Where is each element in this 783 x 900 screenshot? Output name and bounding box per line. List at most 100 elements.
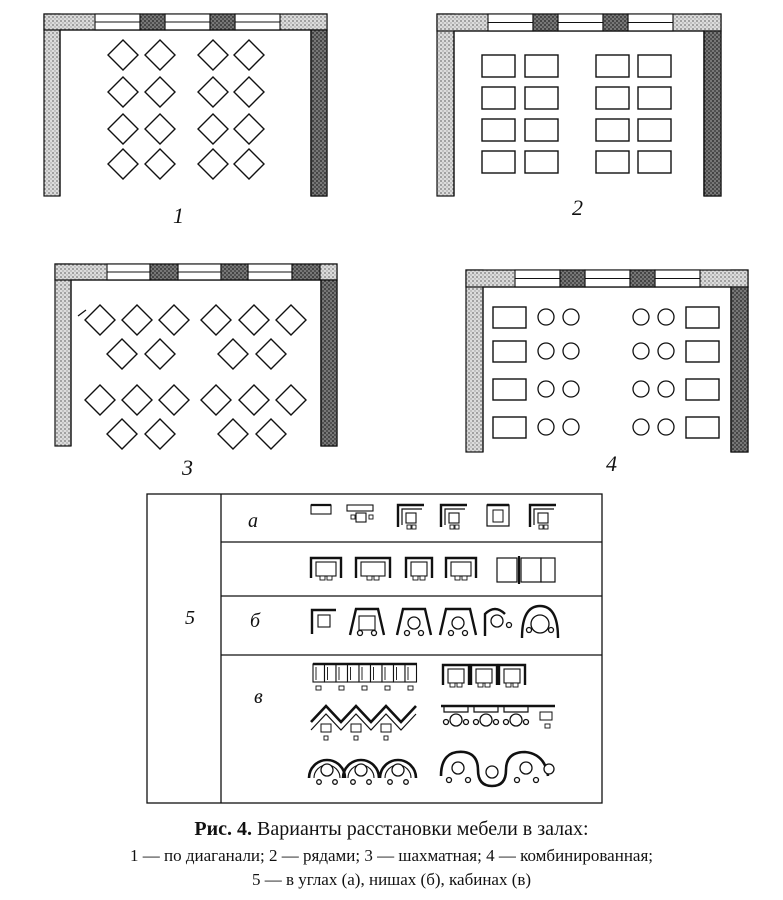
plan3-diamond-table (275, 384, 307, 416)
cabin-chair (338, 685, 345, 691)
niche-wall (497, 663, 527, 685)
wave-seat (464, 776, 472, 784)
round-cabin-seat (502, 718, 510, 726)
plan3-diamond-table (200, 304, 232, 336)
cabin-cell (346, 663, 360, 683)
plan4-round-table (657, 308, 675, 326)
corner-chair (350, 514, 356, 520)
plan4-wall-left (465, 269, 484, 453)
round-cabin-table (539, 711, 553, 721)
niche-wall (444, 556, 478, 578)
table-row-a-label: а (248, 510, 258, 532)
plan4-round-table (657, 380, 675, 398)
plan2-pier-dark (532, 13, 559, 32)
plan1-diamond-table (197, 39, 229, 71)
corner-chair (449, 524, 455, 530)
plan4-wall-right-shade (730, 286, 749, 453)
plan2-rect-table (481, 118, 516, 142)
cabin-chair (361, 685, 368, 691)
caption-fig-number: Рис. 4. (194, 818, 253, 840)
plan4-round-table (562, 418, 580, 436)
plan4-round-table (562, 342, 580, 360)
cabin-cell (404, 663, 418, 683)
niche-round-arrangement (395, 607, 433, 637)
caption-title-text: Варианты расстановки мебели в залах: (252, 818, 589, 840)
plan3-diamond-table (144, 338, 176, 370)
plan-1-label: 1 (173, 203, 184, 228)
round-cabin-sofa (503, 706, 529, 713)
round-cabin-sofa (443, 706, 469, 713)
niche-chair (456, 682, 463, 688)
caption-legend-line-2: 5 — в углах (а), нишах (б), кабинах (в) (251, 870, 532, 889)
cabin-chair (407, 685, 414, 691)
plan1-diamond-table (233, 113, 265, 145)
niche-arrangement (444, 556, 478, 581)
niche-wall (310, 608, 336, 634)
niche-wall (354, 556, 392, 578)
plan3-diamond-table (217, 338, 249, 370)
niche-seat (461, 629, 469, 637)
semicircle-wall (341, 758, 381, 779)
plan4-round-table (562, 380, 580, 398)
bench-unit (310, 504, 332, 515)
niche-table (315, 561, 337, 577)
niche-chair (412, 575, 419, 581)
plan3-diamond-table (217, 418, 249, 450)
zigzag-sofa (310, 713, 417, 731)
round-cabin-seat (492, 718, 500, 726)
plan1-wall-inner-edge (59, 29, 312, 196)
plan1-diamond-table (197, 113, 229, 145)
semicircle-table (391, 763, 405, 777)
semicircle-wall (378, 758, 418, 779)
table-row-v-label: в (254, 686, 263, 708)
niche-seat (356, 629, 364, 637)
plan3-wall-right-shade (320, 279, 338, 447)
cabin-cell (323, 663, 337, 683)
niche-arrangement (309, 556, 343, 581)
niche-round-table (490, 614, 504, 628)
corner-arrangement (528, 503, 556, 530)
corner-chair (411, 524, 417, 530)
niche-table (503, 668, 521, 684)
plan4-rect-table (685, 416, 720, 439)
niche-chair (477, 682, 484, 688)
plan1-wall-right-shade (310, 29, 328, 197)
wave-table (543, 763, 555, 775)
niche-arrangement (469, 663, 499, 688)
niche-chair (419, 575, 426, 581)
corner-sofa (401, 508, 422, 525)
plan-2-rows (436, 13, 722, 197)
plan3-diamond-table (158, 304, 190, 336)
plan3-diamond-table (238, 304, 270, 336)
plan2-wall-right-shade (703, 30, 722, 197)
plan2-rect-table (637, 54, 672, 78)
round-cabin-seat (442, 718, 450, 726)
plan4-rect-table (492, 416, 527, 439)
plan1-pier-dark (209, 13, 236, 31)
corner-chair (538, 524, 544, 530)
wave-table (451, 761, 465, 775)
plan4-pier-dark (629, 269, 656, 288)
corner-table (537, 512, 549, 524)
plan3-door-mark (77, 309, 87, 317)
plan1-diamond-table (233, 76, 265, 108)
semicircle-table (320, 763, 334, 777)
wave-seat (445, 776, 453, 784)
plan4-round-table (657, 342, 675, 360)
cabin-cell (358, 663, 372, 683)
niche-table (317, 614, 331, 628)
plan1-diamond-table (144, 76, 176, 108)
niche-arrangement (354, 556, 392, 581)
niche-wall (395, 607, 433, 636)
niche-seat (403, 629, 411, 637)
niche-chair (454, 575, 461, 581)
plan1-diamond-table (107, 148, 139, 180)
variants-table (146, 493, 603, 804)
niche-wall (438, 607, 478, 636)
bench-unit (346, 504, 374, 512)
corner-table (405, 512, 417, 524)
plan3-diamond-table (84, 304, 116, 336)
niche-chair (461, 575, 468, 581)
plan2-rect-table (481, 54, 516, 78)
